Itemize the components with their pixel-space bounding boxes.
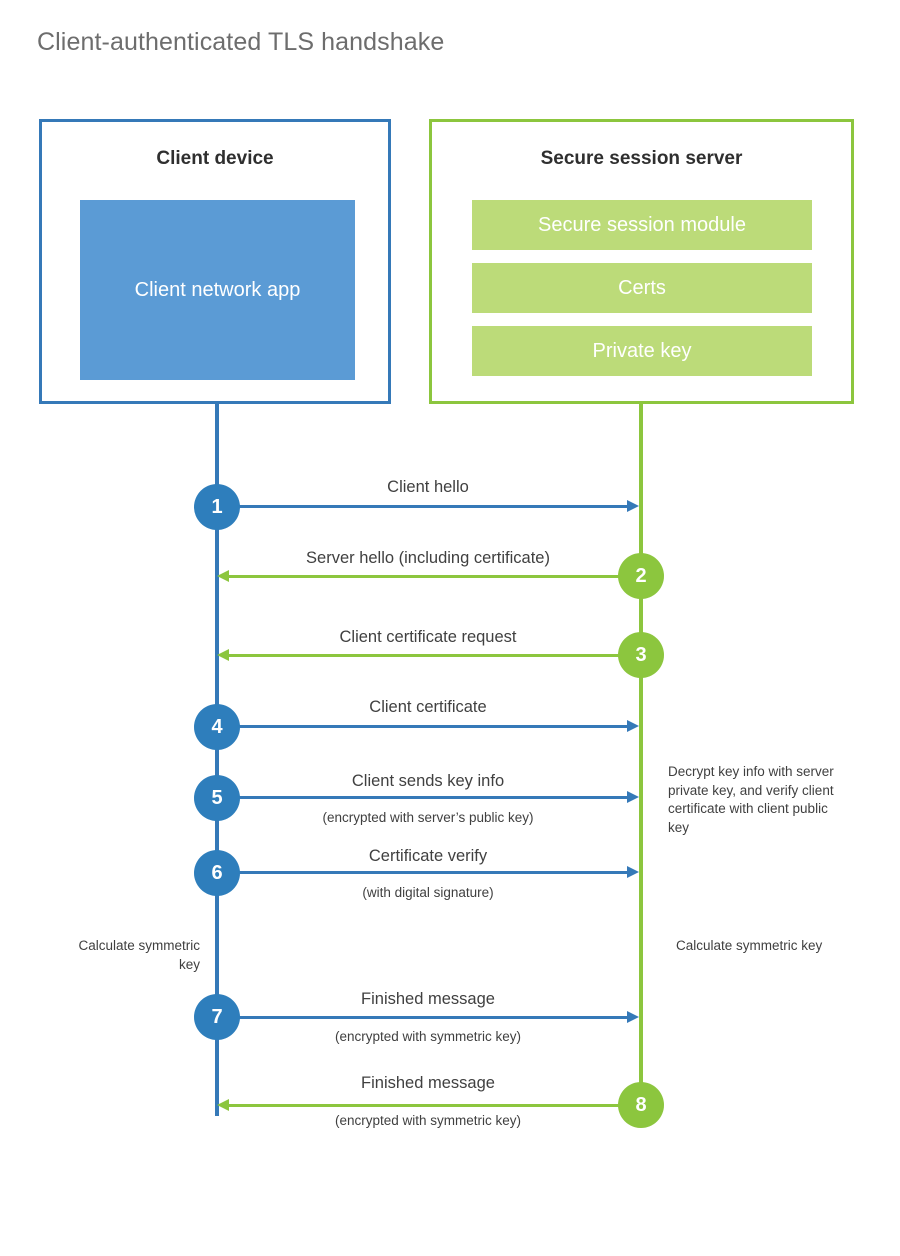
step-8-arrow bbox=[217, 1099, 639, 1111]
server-lifeline bbox=[639, 404, 643, 1106]
step-4-arrow bbox=[217, 720, 639, 732]
server-decrypt-annotation: Decrypt key info with server private key… bbox=[668, 764, 834, 835]
server-calculate-symmetric-key-annotation: Calculate symmetric key bbox=[676, 938, 823, 953]
arrowhead-left-icon bbox=[217, 1099, 229, 1111]
step-7-label: Finished message bbox=[361, 990, 495, 1008]
step-6-sublabel: (with digital signature) bbox=[362, 885, 494, 900]
arrowhead-left-icon bbox=[217, 649, 229, 661]
client-lifeline bbox=[215, 404, 219, 1116]
step-2-arrow bbox=[217, 570, 639, 582]
step-1-marker[interactable]: 1 bbox=[194, 484, 240, 530]
step-5-marker[interactable]: 5 bbox=[194, 775, 240, 821]
secure-session-server-title: Secure session server bbox=[540, 148, 743, 169]
server-component-secure-session-module: Secure session module bbox=[472, 200, 812, 250]
secure-session-server-box: Secure session server Secure session mod… bbox=[429, 119, 854, 404]
step-4-label: Client certificate bbox=[369, 698, 487, 716]
step-7-sublabel: (encrypted with symmetric key) bbox=[334, 1029, 522, 1044]
step-8-marker[interactable]: 8 bbox=[618, 1082, 664, 1128]
arrowhead-left-icon bbox=[217, 570, 229, 582]
step-7-arrow bbox=[217, 1011, 639, 1023]
step-6-label: Certificate verify bbox=[368, 847, 488, 865]
client-network-app-block: Client network app bbox=[80, 200, 355, 380]
step-1-arrow bbox=[217, 500, 639, 512]
step-5-arrow bbox=[217, 791, 639, 803]
step-6-marker[interactable]: 6 bbox=[194, 850, 240, 896]
arrowhead-right-icon bbox=[627, 720, 639, 732]
client-device-title: Client device bbox=[156, 148, 274, 169]
arrowhead-right-icon bbox=[627, 500, 639, 512]
server-component-stack: Secure session module Certs Private key bbox=[472, 200, 812, 389]
step-3-arrow bbox=[217, 649, 639, 661]
step-2-label: Server hello (including certificate) bbox=[306, 549, 550, 567]
step-8-sublabel: (encrypted with symmetric key) bbox=[334, 1113, 522, 1128]
step-6-arrow bbox=[217, 866, 639, 878]
server-component-private-key: Private key bbox=[472, 326, 812, 376]
step-3-label: Client certificate request bbox=[339, 628, 517, 646]
step-4-marker[interactable]: 4 bbox=[194, 704, 240, 750]
step-7-marker[interactable]: 7 bbox=[194, 994, 240, 1040]
server-component-certs: Certs bbox=[472, 263, 812, 313]
arrowhead-right-icon bbox=[627, 866, 639, 878]
step-5-label: Client sends key info bbox=[351, 772, 505, 790]
step-8-label: Finished message bbox=[361, 1074, 495, 1092]
step-3-marker[interactable]: 3 bbox=[618, 632, 664, 678]
page-title: Client-authenticated TLS handshake bbox=[37, 28, 445, 56]
arrowhead-right-icon bbox=[627, 1011, 639, 1023]
step-1-label: Client hello bbox=[387, 478, 469, 496]
arrowhead-right-icon bbox=[627, 791, 639, 803]
client-device-box: Client device Client network app bbox=[39, 119, 391, 404]
step-2-marker[interactable]: 2 bbox=[618, 553, 664, 599]
step-5-sublabel: (encrypted with server’s public key) bbox=[322, 810, 534, 825]
client-calculate-symmetric-key-annotation: Calculate symmetric key bbox=[78, 938, 200, 972]
